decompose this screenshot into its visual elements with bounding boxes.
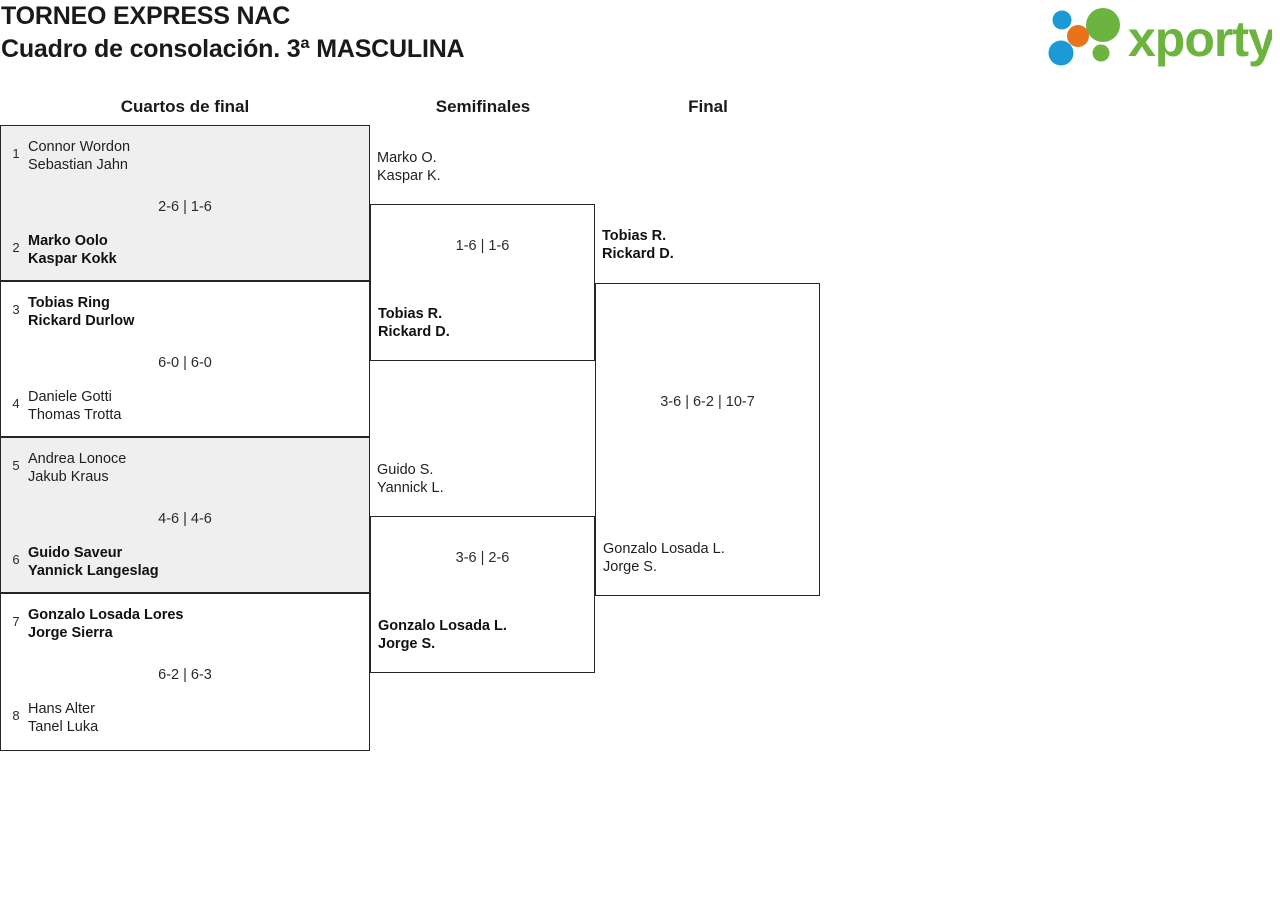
seed-number: 7 [12,614,20,629]
tournament-title: TORNEO EXPRESS NAC [1,2,291,30]
team-player-1: Connor Wordon [28,139,131,155]
seed-number: 3 [12,302,20,317]
seed-number: 2 [12,240,20,255]
match-final[interactable]: 3-6 | 6-2 | 10-7 Gonzalo Losada L. Jorge… [595,283,820,596]
match-score: 3-6 | 2-6 [455,550,510,566]
page-title: TORNEO EXPRESS NAC Cuadro de consolación… [0,0,900,66]
team-player-1: Tobias R. [378,306,443,322]
team-player-2: Rickard D. [602,246,674,262]
match-qf-2[interactable]: 3 Tobias Ring Rickard Durlow 6-0 | 6-0 4… [0,281,370,437]
round-header-final: Final [688,97,728,116]
match-qf-4[interactable]: 7 Gonzalo Losada Lores Jorge Sierra 6-2 … [0,593,370,751]
team-player-1: Marko O. [377,150,437,166]
match-sf-1[interactable]: 1-6 | 1-6 Tobias R. Rickard D. [370,204,595,361]
seed-number: 4 [12,396,20,411]
team-player-1: Guido S. [377,462,434,478]
team-player-2: Jorge S. [603,559,657,575]
team-player-1: Gonzalo Losada L. [378,618,507,634]
team-player-1: Gonzalo Losada Lores [28,607,184,623]
seed-number: 1 [12,146,20,161]
team-player-2: Rickard Durlow [28,313,135,329]
team-bottom: Tobias R. Rickard D. [378,305,450,341]
team-player-1: Tobias Ring [28,295,110,311]
seed-number: 6 [12,552,20,567]
round-header-quarterfinals: Cuartos de final [120,97,250,116]
team-bottom: Gonzalo Losada L. Jorge S. [378,617,507,653]
team-top: Tobias Ring Rickard Durlow [28,294,134,330]
team-player-1: Marko Oolo [28,233,108,249]
match-score: 2-6 | 1-6 [158,199,212,215]
team-top: Gonzalo Losada Lores Jorge Sierra [28,606,184,642]
team-player-2: Rickard D. [378,324,450,340]
team-player-2: Yannick L. [377,480,444,496]
match-sf-2[interactable]: 3-6 | 2-6 Gonzalo Losada L. Jorge S. [370,516,595,673]
team-bottom: Marko Oolo Kaspar Kokk [28,232,117,268]
bracket-tree: 1 Connor Wordon Sebastian Jahn 2-6 | 1-6… [0,125,1280,765]
team-player-2: Kaspar Kokk [28,251,117,267]
team-player-1: Tobias R. [602,228,667,244]
match-score: 1-6 | 1-6 [455,238,510,254]
sf2-team-top: Guido S. Yannick L. [377,461,444,497]
team-player-2: Sebastian Jahn [28,157,128,173]
team-player-2: Tanel Luka [28,719,99,735]
team-bottom: Daniele Gotti Thomas Trotta [28,388,121,424]
team-player-1: Andrea Lonoce [28,451,127,467]
match-score: 6-2 | 6-3 [158,667,212,683]
team-bottom: Hans Alter Tanel Luka [28,700,98,736]
xporty-logo[interactable]: xporty [1046,6,1277,68]
team-player-2: Jorge S. [378,636,436,652]
team-top: Connor Wordon Sebastian Jahn [28,138,130,174]
team-player-2: Yannick Langeslag [28,563,159,579]
team-bottom: Gonzalo Losada L. Jorge S. [603,540,725,576]
team-player-1: Daniele Gotti [28,389,112,405]
seed-number: 5 [12,458,20,473]
match-score: 6-0 | 6-0 [158,355,212,371]
seed-number: 8 [12,708,20,723]
team-player-1: Gonzalo Losada L. [603,541,725,557]
team-bottom: Guido Saveur Yannick Langeslag [28,544,159,580]
round-header-semifinals: Semifinales [435,97,531,116]
svg-text:xporty: xporty [1128,11,1272,67]
match-qf-1[interactable]: 1 Connor Wordon Sebastian Jahn 2-6 | 1-6… [0,125,370,281]
team-player-2: Jorge Sierra [28,625,113,641]
team-player-1: Guido Saveur [28,545,123,561]
logo-wordmark: xporty [1128,11,1277,67]
team-player-1: Hans Alter [28,701,95,717]
match-qf-3[interactable]: 5 Andrea Lonoce Jakub Kraus 4-6 | 4-6 6 … [0,437,370,593]
sf1-team-top: Marko O. Kaspar K. [377,149,441,185]
match-score: 4-6 | 4-6 [158,511,212,527]
team-top: Andrea Lonoce Jakub Kraus [28,450,126,486]
team-player-2: Thomas Trotta [28,407,122,423]
logo-dots-icon [1048,8,1120,66]
tournament-subtitle: Cuadro de consolación. 3ª MASCULINA [1,35,465,63]
final-team-top: Tobias R. Rickard D. [602,227,674,263]
match-score: 3-6 | 6-2 | 10-7 [660,394,755,410]
team-player-2: Kaspar K. [377,168,441,184]
team-player-2: Jakub Kraus [28,469,109,485]
